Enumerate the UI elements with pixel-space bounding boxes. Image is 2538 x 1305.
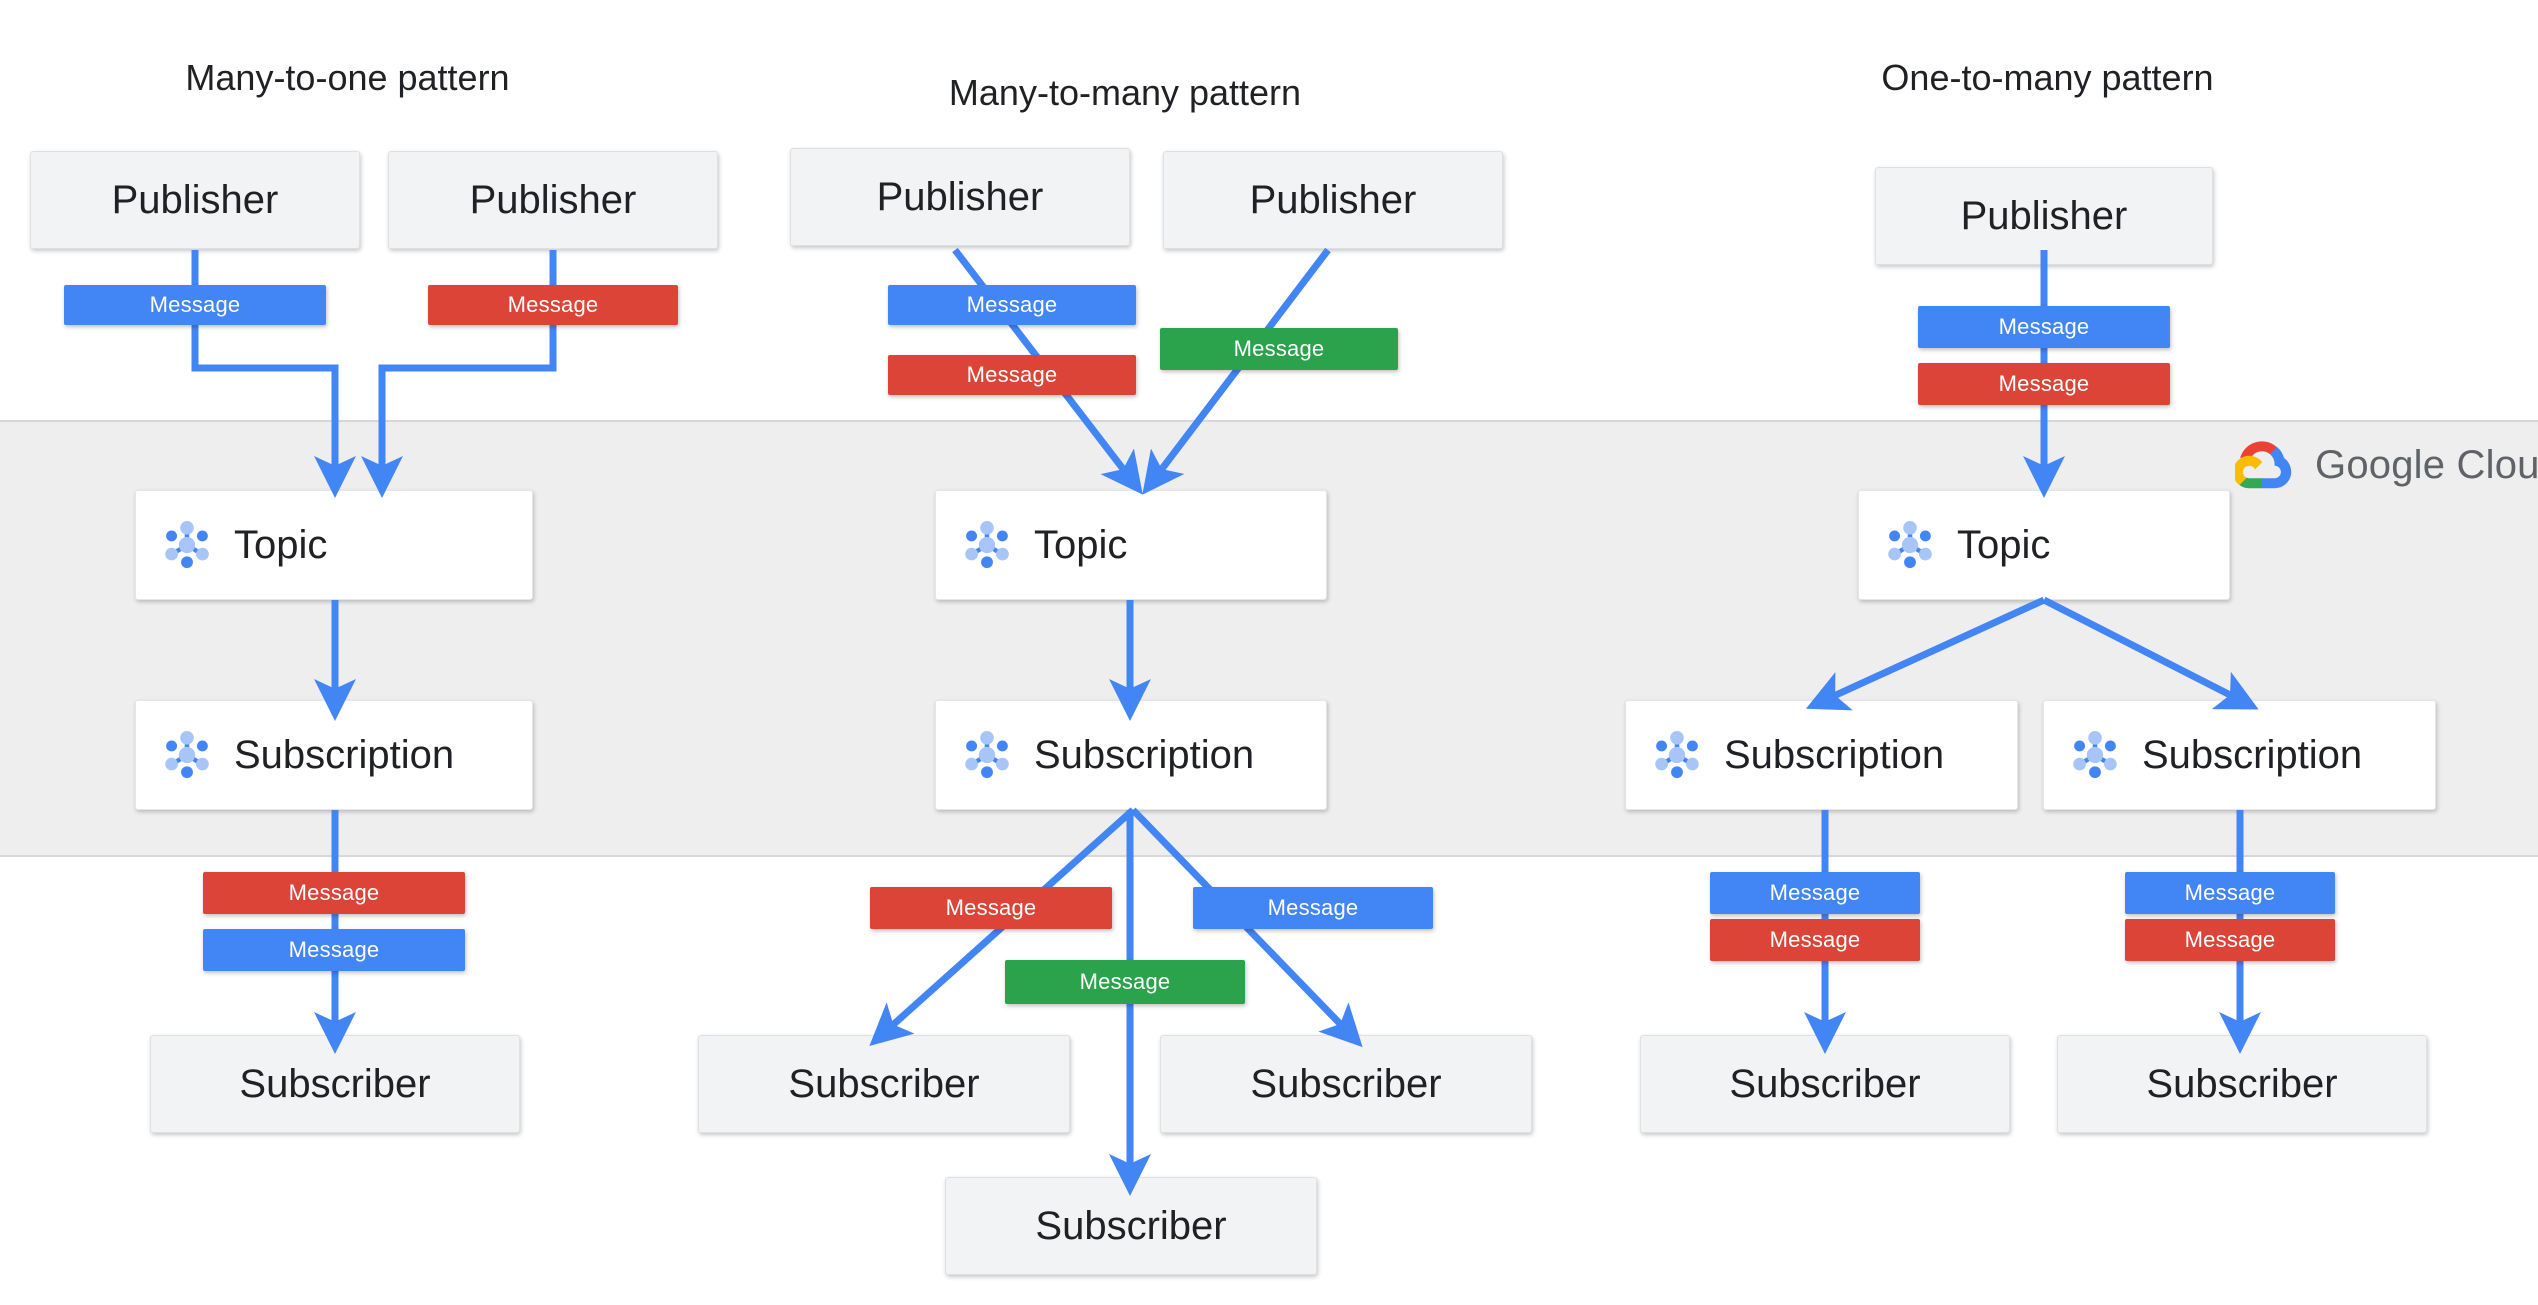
column-title-many-to-one: Many-to-one pattern (185, 57, 510, 98)
message-chip-c2-publish-3[interactable]: Message (1160, 328, 1398, 370)
subscriber-label: Subscriber (1729, 1061, 1921, 1106)
subscriber-label: Subscriber (1250, 1061, 1442, 1106)
subscription-label: Subscription (1034, 732, 1255, 777)
publisher-label: Publisher (876, 174, 1044, 219)
message-label: Message (2184, 880, 2276, 905)
google-cloud-logo-icon (2235, 441, 2292, 489)
message-chip-c2-publish-1[interactable]: Message (888, 285, 1136, 325)
message-chip-c3-deliver-right-2[interactable]: Message (2125, 919, 2335, 961)
pubsub-topic-icon (165, 520, 209, 569)
pubsub-subscription-icon (2073, 730, 2117, 779)
message-label: Message (149, 292, 241, 317)
publisher-label: Publisher (1960, 193, 2128, 238)
pubsub-subscription-icon (1655, 730, 1699, 779)
pubsub-topic-icon (1888, 520, 1932, 569)
subscription-label: Subscription (2142, 732, 2363, 777)
publisher-box-c1-1[interactable]: Publisher (30, 151, 360, 249)
subscription-box-c3-1[interactable]: Subscription (1625, 700, 2018, 810)
publisher-box-c2-2[interactable]: Publisher (1163, 151, 1503, 249)
message-label: Message (1233, 336, 1325, 361)
publisher-box-c2-1[interactable]: Publisher (790, 148, 1130, 246)
message-chip-c2-deliver-1[interactable]: Message (870, 887, 1112, 929)
message-label: Message (966, 362, 1058, 387)
google-cloud-logo: Google Cloud (2235, 440, 2538, 490)
message-chip-c3-publish-1[interactable]: Message (1918, 306, 2170, 348)
publisher-label: Publisher (1249, 177, 1417, 222)
column-title-many-to-many: Many-to-many pattern (948, 72, 1302, 113)
subscriber-box-c3-2[interactable]: Subscriber (2057, 1035, 2427, 1133)
subscriber-box-c3-1[interactable]: Subscriber (1640, 1035, 2010, 1133)
subscriber-label: Subscriber (2146, 1061, 2338, 1106)
topic-box-c3[interactable]: Topic (1858, 490, 2230, 600)
publisher-label: Publisher (469, 177, 637, 222)
message-label: Message (1267, 895, 1359, 920)
message-chip-c2-deliver-2[interactable]: Message (1193, 887, 1433, 929)
message-chip-c1-publish-2[interactable]: Message (428, 285, 678, 325)
pubsub-topic-icon (965, 520, 1009, 569)
subscriber-box-c2-2[interactable]: Subscriber (1160, 1035, 1532, 1133)
publisher-box-c3[interactable]: Publisher (1875, 167, 2213, 265)
subscriber-box-c2-3[interactable]: Subscriber (945, 1177, 1317, 1275)
message-label: Message (1998, 314, 2090, 339)
message-chip-c3-deliver-left-1[interactable]: Message (1710, 872, 1920, 914)
message-label: Message (1769, 927, 1861, 952)
message-chip-c1-publish-1[interactable]: Message (64, 285, 326, 325)
brand-word-cloud: Cloud (2456, 442, 2538, 487)
brand-word-google: Google (2315, 442, 2446, 487)
message-label: Message (507, 292, 599, 317)
message-chip-c3-publish-2[interactable]: Message (1918, 363, 2170, 405)
subscriber-box-c2-1[interactable]: Subscriber (698, 1035, 1070, 1133)
subscription-box-c2[interactable]: Subscription (935, 700, 1327, 810)
topic-box-c2[interactable]: Topic (935, 490, 1327, 600)
subscriber-label: Subscriber (788, 1061, 980, 1106)
subscription-box-c1[interactable]: Subscription (135, 700, 533, 810)
column-title-one-to-many: One-to-many pattern (1881, 57, 2214, 98)
message-label: Message (2184, 927, 2276, 952)
message-label: Message (288, 880, 380, 905)
topic-box-c1[interactable]: Topic (135, 490, 533, 600)
subscriber-box-c1[interactable]: Subscriber (150, 1035, 520, 1133)
subscriber-label: Subscriber (1035, 1203, 1227, 1248)
message-chip-c2-publish-2[interactable]: Message (888, 355, 1136, 395)
message-label: Message (966, 292, 1058, 317)
message-chip-c1-deliver-1[interactable]: Message (203, 872, 465, 914)
message-label: Message (1998, 371, 2090, 396)
message-chip-c3-deliver-left-2[interactable]: Message (1710, 919, 1920, 961)
publisher-box-c1-2[interactable]: Publisher (388, 151, 718, 249)
message-label: Message (1769, 880, 1861, 905)
message-label: Message (945, 895, 1037, 920)
message-label: Message (1079, 969, 1171, 994)
pubsub-subscription-icon (965, 730, 1009, 779)
subscription-box-c3-2[interactable]: Subscription (2043, 700, 2436, 810)
subscriber-label: Subscriber (239, 1061, 431, 1106)
google-cloud-wordmark: Google Cloud (2315, 443, 2538, 488)
message-label: Message (288, 937, 380, 962)
message-chip-c1-deliver-2[interactable]: Message (203, 929, 465, 971)
publisher-label: Publisher (111, 177, 279, 222)
pubsub-subscription-icon (165, 730, 209, 779)
topic-label: Topic (1957, 522, 2051, 567)
subscription-label: Subscription (234, 732, 455, 777)
subscription-label: Subscription (1724, 732, 1945, 777)
topic-label: Topic (234, 522, 328, 567)
message-chip-c3-deliver-right-1[interactable]: Message (2125, 872, 2335, 914)
topic-label: Topic (1034, 522, 1128, 567)
message-chip-c2-deliver-3[interactable]: Message (1005, 960, 1245, 1004)
